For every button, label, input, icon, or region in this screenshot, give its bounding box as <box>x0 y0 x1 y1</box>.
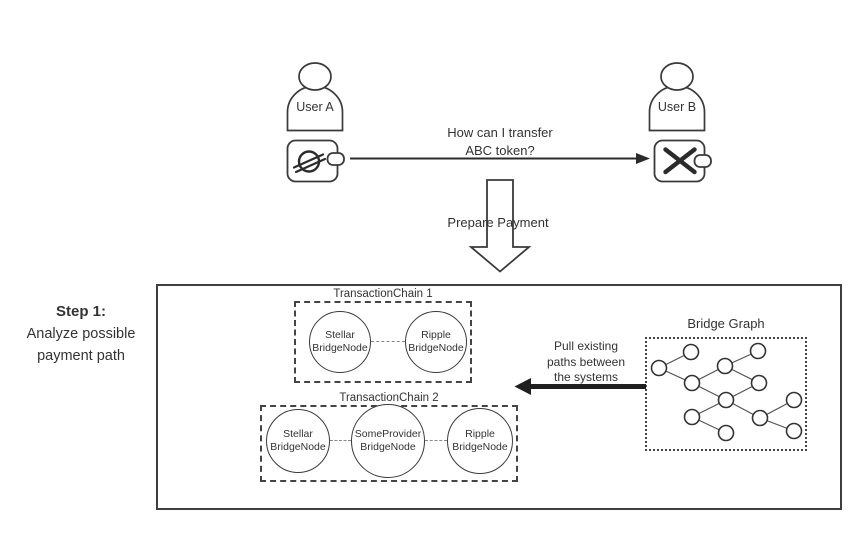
step1-line1: Analyze possible <box>26 326 136 342</box>
pull-paths-line1: Pull existing <box>553 339 619 353</box>
chain2-connector-2 <box>425 440 447 441</box>
pull-paths-line3: the systems <box>553 370 619 384</box>
prepare-payment-label: Prepare Payment <box>447 215 549 230</box>
node-label-line2: BridgeNode <box>270 441 326 453</box>
step1-title: Step 1: <box>55 303 106 320</box>
transfer-question-line2: ABC token? <box>465 143 535 158</box>
chain2-connector-1 <box>330 440 351 441</box>
step1-caption: Step 1: Analyze possible payment path <box>6 301 156 367</box>
transfer-question-line1: How can I transfer <box>447 125 553 140</box>
user-b-label: User B <box>657 100 697 114</box>
transaction-chain1-title: TransactionChain 1 <box>333 288 433 300</box>
node-label-line2: BridgeNode <box>452 441 508 453</box>
step1-outer-box <box>156 284 842 510</box>
transaction-chain1-box <box>294 301 472 383</box>
chain2-stellar-bridgenode: Stellar BridgeNode <box>266 409 330 473</box>
user-b-person-icon <box>648 62 706 132</box>
node-label-line1: Stellar <box>325 329 355 341</box>
step1-line2: payment path <box>37 348 125 364</box>
ripple-wallet-icon <box>653 139 712 183</box>
chain2-ripple-bridgenode: Ripple BridgeNode <box>447 408 513 474</box>
node-label-line2: BridgeNode <box>408 342 464 354</box>
chain2-someprovider-bridgenode: SomeProvider BridgeNode <box>351 404 425 478</box>
pull-paths-label: Pull existing paths between the systems <box>523 339 649 386</box>
bridge-graph-title: Bridge Graph <box>687 316 765 331</box>
bridge-graph-box <box>645 337 807 451</box>
user-a-person-icon <box>286 62 344 132</box>
stellar-wallet-icon <box>286 139 345 183</box>
chain1-ripple-bridgenode: Ripple BridgeNode <box>405 311 467 373</box>
pull-paths-line2: paths between <box>546 354 626 369</box>
stellar-logo-slashes <box>292 153 327 174</box>
transfer-question-text: How can I transfer ABC token? <box>400 124 600 160</box>
node-label-line2: BridgeNode <box>360 441 416 453</box>
node-label-line1: Ripple <box>465 428 495 440</box>
chain1-stellar-bridgenode: Stellar BridgeNode <box>309 311 371 373</box>
node-label-line1: Ripple <box>421 329 451 341</box>
ripple-x-logo <box>663 147 697 175</box>
chain1-connector <box>371 341 405 342</box>
node-label-line1: Stellar <box>283 428 313 440</box>
transaction-chain2-title: TransactionChain 2 <box>339 392 439 404</box>
user-a-label: User A <box>296 100 334 114</box>
node-label-line2: BridgeNode <box>312 342 368 354</box>
node-label-line1: SomeProvider <box>354 428 422 440</box>
